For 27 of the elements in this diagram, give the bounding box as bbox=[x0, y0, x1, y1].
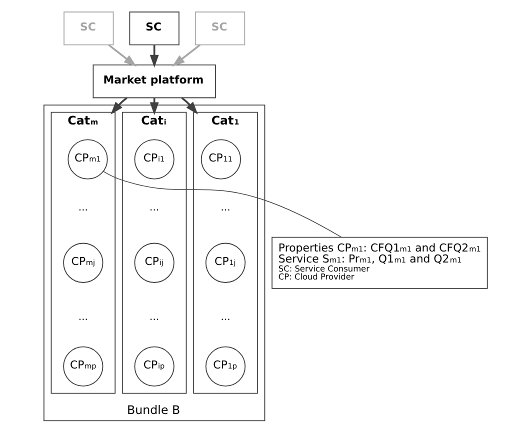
label: ... bbox=[78, 312, 88, 324]
arrow bbox=[149, 98, 158, 116]
arrow bbox=[149, 44, 158, 68]
node-box: SC bbox=[194, 12, 245, 46]
node-circle: CPmp bbox=[62, 346, 103, 386]
arrow bbox=[172, 44, 200, 67]
arrow bbox=[108, 44, 136, 67]
node-circle: CPij bbox=[134, 242, 174, 283]
node-circle: CP11 bbox=[200, 139, 241, 180]
label: ... bbox=[78, 202, 88, 214]
node-circle: CPi1 bbox=[134, 139, 174, 180]
node-circle: CP1p bbox=[204, 346, 246, 386]
label: ... bbox=[149, 202, 159, 214]
label: ... bbox=[220, 202, 230, 214]
label: ... bbox=[149, 312, 159, 324]
node-box: SC bbox=[128, 12, 179, 46]
node-circle: CP1j bbox=[204, 242, 246, 283]
connector bbox=[102, 171, 342, 238]
node-box: Properties CPm1: CFQ1m1 and CFQ2m1 Service Sm1: Prm1, Q1m1 and Q2m1 SC: Service Consumer CP: Cloud Provider bbox=[271, 236, 488, 289]
node-circle: CPip bbox=[134, 346, 174, 386]
arrow bbox=[110, 97, 127, 114]
node-box: Market platform bbox=[92, 64, 216, 98]
node-box: SC bbox=[63, 12, 114, 46]
node-circle: CPmj bbox=[62, 242, 103, 283]
node-circle: CPm1 bbox=[67, 139, 108, 180]
arrow bbox=[180, 97, 198, 114]
label: ... bbox=[220, 312, 230, 324]
